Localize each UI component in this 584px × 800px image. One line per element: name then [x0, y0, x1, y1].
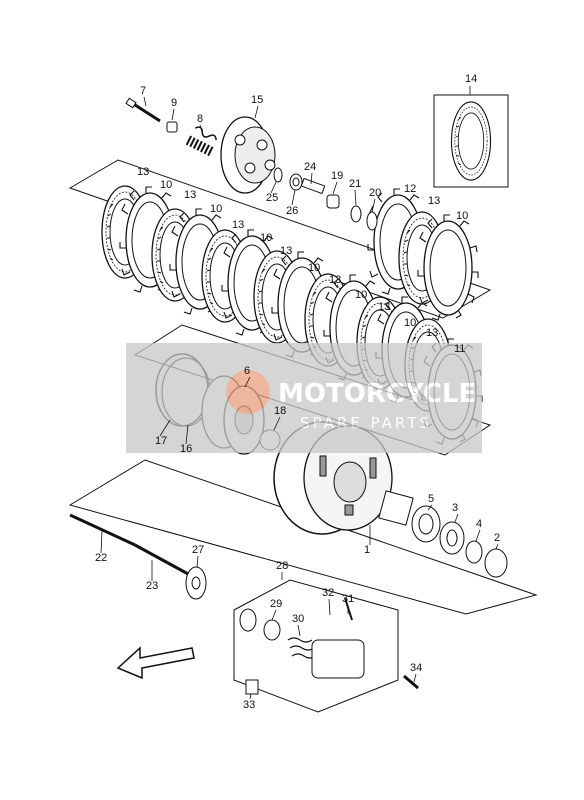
clutch-housing-box — [68, 459, 538, 615]
callout-19: 19 — [331, 170, 343, 182]
callout-13h: 13 — [426, 327, 438, 339]
callout-22: 22 — [95, 552, 107, 564]
callout-13d: 13 — [232, 219, 244, 231]
callout-8: 8 — [197, 113, 203, 125]
callout-26: 26 — [286, 205, 298, 217]
release-assembly-box — [233, 579, 399, 713]
watermark-brand: MOTORCYCLE — [278, 379, 476, 409]
callout-25: 25 — [266, 192, 278, 204]
leader-lines — [100, 86, 499, 700]
callout-17: 17 — [155, 435, 167, 447]
callout-34: 34 — [410, 662, 422, 674]
watermark: MOTORCYCLE SPARE PARTS — [126, 343, 482, 453]
callout-24: 24 — [304, 161, 316, 173]
callout-20: 20 — [369, 187, 381, 199]
callout-10a: 10 — [456, 210, 468, 222]
callout-9: 9 — [171, 97, 177, 109]
part-14-inset-box — [433, 94, 509, 188]
callout-14: 14 — [465, 73, 477, 85]
callout-10f: 10 — [355, 289, 367, 301]
callout-30: 30 — [292, 613, 304, 625]
callout-10e: 10 — [308, 262, 320, 274]
pushrod-parts — [273, 167, 378, 231]
callout-13b: 13 — [137, 166, 149, 178]
callout-23: 23 — [146, 580, 158, 592]
callout-13g: 13 — [378, 301, 390, 313]
callout-13c: 13 — [184, 189, 196, 201]
callout-28: 28 — [276, 560, 288, 572]
callout-12: 12 — [404, 183, 416, 195]
callout-16: 16 — [180, 443, 192, 455]
push-rods — [69, 513, 207, 600]
sleeve-bearing-group — [378, 490, 508, 578]
callout-labels: 7 9 8 15 14 24 19 21 20 25 26 12 13 10 1… — [95, 73, 500, 711]
callout-4: 4 — [476, 518, 482, 530]
callout-1: 1 — [364, 544, 370, 556]
callout-18: 18 — [274, 405, 286, 417]
callout-10d: 10 — [260, 232, 272, 244]
callout-15: 15 — [251, 94, 263, 106]
callout-11: 11 — [454, 343, 465, 355]
watermark-sub: SPARE PARTS — [300, 414, 432, 432]
bolt-spring-group — [125, 97, 217, 157]
callout-13f: 13 — [329, 274, 341, 286]
callout-31: 31 — [342, 593, 354, 605]
pressure-plate — [220, 116, 276, 194]
callout-21: 21 — [349, 178, 361, 190]
callout-6: 6 — [244, 365, 250, 377]
callout-13a: 13 — [428, 195, 440, 207]
callout-3: 3 — [452, 502, 458, 514]
callout-10b: 10 — [160, 179, 172, 191]
callout-10g: 10 — [404, 317, 416, 329]
callout-13e: 13 — [280, 245, 292, 257]
callout-27: 27 — [192, 544, 204, 556]
release-assembly — [239, 597, 419, 695]
callout-5: 5 — [428, 493, 434, 505]
callout-10c: 10 — [210, 203, 222, 215]
callout-7: 7 — [140, 85, 146, 97]
callout-32: 32 — [322, 587, 334, 599]
callout-33: 33 — [243, 699, 255, 711]
front-arrow-icon — [116, 646, 195, 680]
callout-29: 29 — [270, 598, 282, 610]
callout-2: 2 — [494, 532, 500, 544]
